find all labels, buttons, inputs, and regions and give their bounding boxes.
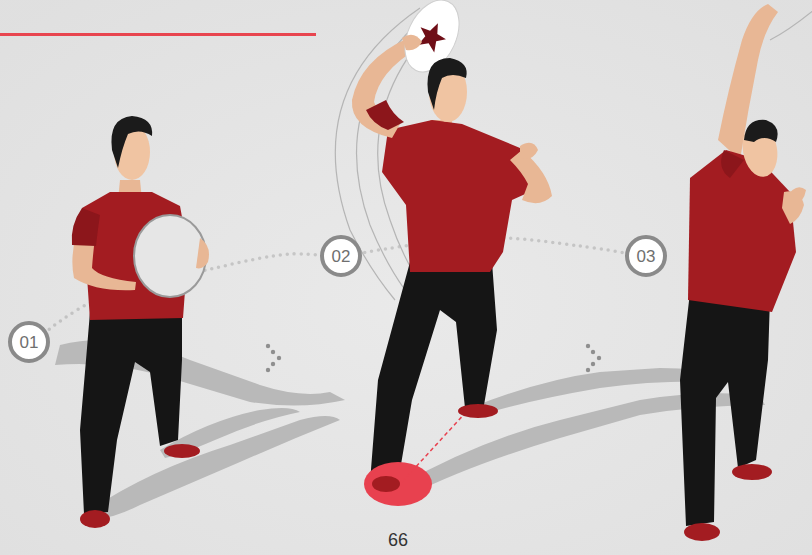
thrower-ready: [72, 116, 209, 528]
callout-number: 02: [332, 248, 351, 265]
step-chevrons: [266, 344, 601, 372]
top-rule: [0, 33, 316, 36]
callout-number: 01: [20, 334, 39, 351]
page-number: 66: [388, 530, 408, 551]
callout-number: 03: [637, 248, 656, 265]
thrower-release: [680, 4, 806, 541]
step-circle: 03: [625, 235, 667, 277]
step-circle: 01: [8, 321, 50, 363]
thrower-windup: [352, 0, 552, 506]
step-circle: 02: [320, 235, 362, 277]
